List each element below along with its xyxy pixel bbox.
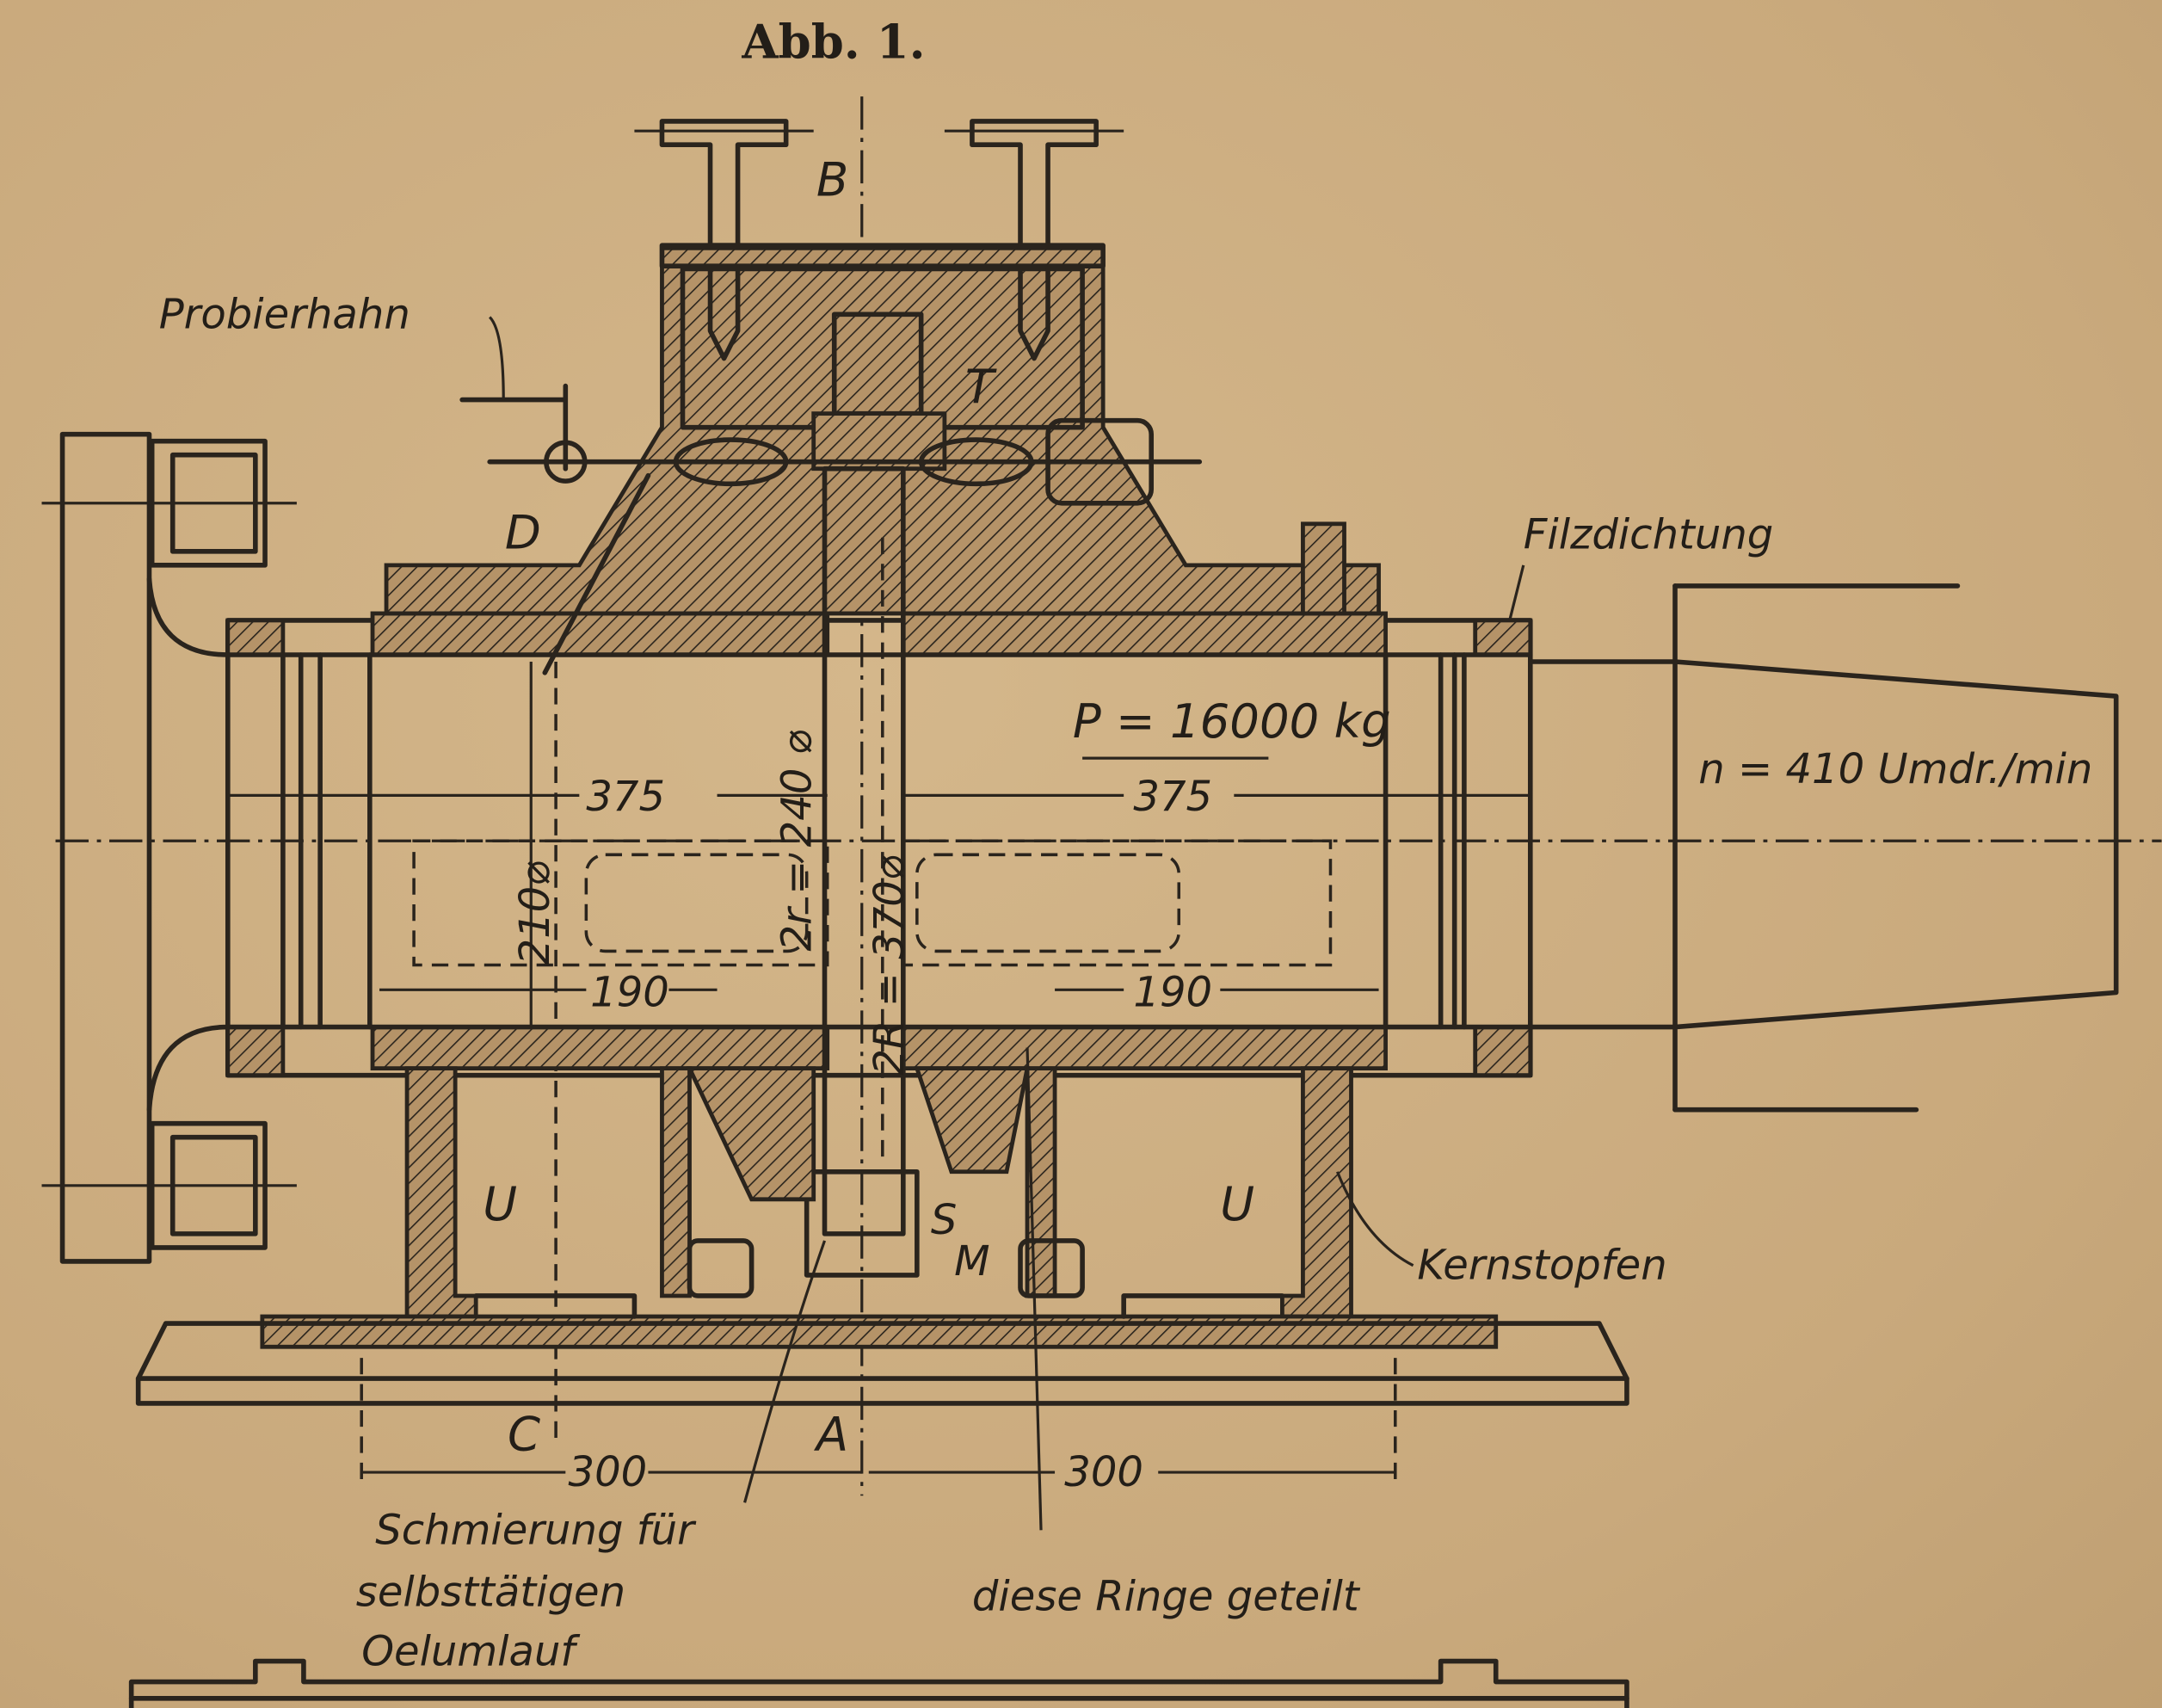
dim-210: 210⌀ [511,861,559,965]
figure-title: Abb. 1. [741,14,925,69]
label-u-left: U [483,1176,517,1231]
dim-300-left: 300 [569,1448,648,1496]
dimension-lines [227,316,1531,1531]
dim-2r: 2r = 240 ⌀ [773,730,821,951]
central-pin [804,466,920,1278]
dim-190-right: 190 [1133,969,1212,1017]
label-ringe-geteilt: diese Ringe geteilt [972,1572,1361,1620]
label-u-right: U [1220,1176,1254,1231]
label-a: A [814,1406,848,1461]
lower-view-fragment [128,1658,1629,1708]
upper-housing [384,119,1381,675]
dim-375-right: 375 [1133,773,1212,821]
label-load: P = 16000 kg [1073,694,1391,749]
label-b: B [816,151,848,207]
left-flange [41,431,297,1264]
label-filzdichtung: Filzdichtung [1524,511,1774,559]
label-kernstopfen: Kernstopfen [1417,1242,1666,1290]
label-schmierung-line2: selbsttätigen [356,1568,625,1616]
label-probierhahn: Probierhahn [159,290,410,338]
dim-2R: 2R = 370⌀ [865,855,914,1075]
shaft-journal [1527,583,2119,1113]
label-speed: n = 410 Umdr./min [1698,745,2092,793]
label-t: T [965,359,997,414]
label-schmierung-line1: Schmierung für [375,1506,697,1554]
dim-190-left: 190 [590,969,669,1017]
dim-300-right: 300 [1064,1448,1143,1496]
label-c: C [508,1406,540,1461]
label-schmierung-line3: Oelumlauf [361,1627,580,1675]
label-d: D [505,505,541,560]
label-m: M [954,1237,989,1286]
dim-375-left: 375 [586,773,665,821]
label-s: S [931,1196,958,1244]
pedestal [135,1066,1629,1406]
